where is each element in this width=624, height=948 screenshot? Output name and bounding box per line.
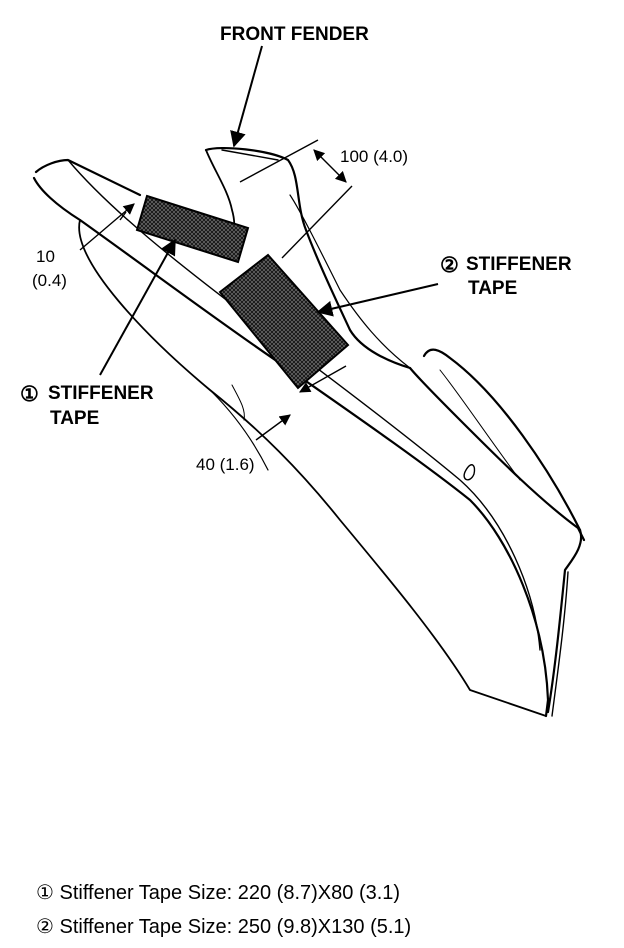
fender-panel: [32, 146, 586, 718]
stiffener-tape-2: [218, 253, 350, 390]
dim-40-label: 40 (1.6): [196, 455, 255, 474]
tape1-label-line1: STIFFENER: [48, 383, 154, 404]
dim-10-inch-label: (0.4): [32, 271, 67, 290]
front-fender-arrow: [230, 45, 263, 148]
tape1-label-line2: TAPE: [50, 408, 99, 429]
tape2-label-line2: TAPE: [468, 278, 517, 299]
tape1-size-note: ① Stiffener Tape Size: 220 (8.7)X80 (3.1…: [36, 882, 401, 904]
tape1-arrow: [99, 238, 176, 376]
dim-10-label: 10: [36, 247, 55, 266]
stiffener-tape-1: [135, 194, 250, 264]
dim-100-label: 100 (4.0): [340, 147, 408, 166]
tape1-marker: ①: [20, 383, 39, 406]
tape2-arrow: [316, 283, 439, 317]
tape2-size-note: ② Stiffener Tape Size: 250 (9.8)X130 (5.…: [36, 916, 412, 938]
dimension-lines: [79, 139, 353, 441]
tape2-marker: ②: [440, 254, 459, 277]
tape2-label-line1: STIFFENER: [466, 254, 572, 275]
front-fender-label: FRONT FENDER: [220, 24, 369, 45]
